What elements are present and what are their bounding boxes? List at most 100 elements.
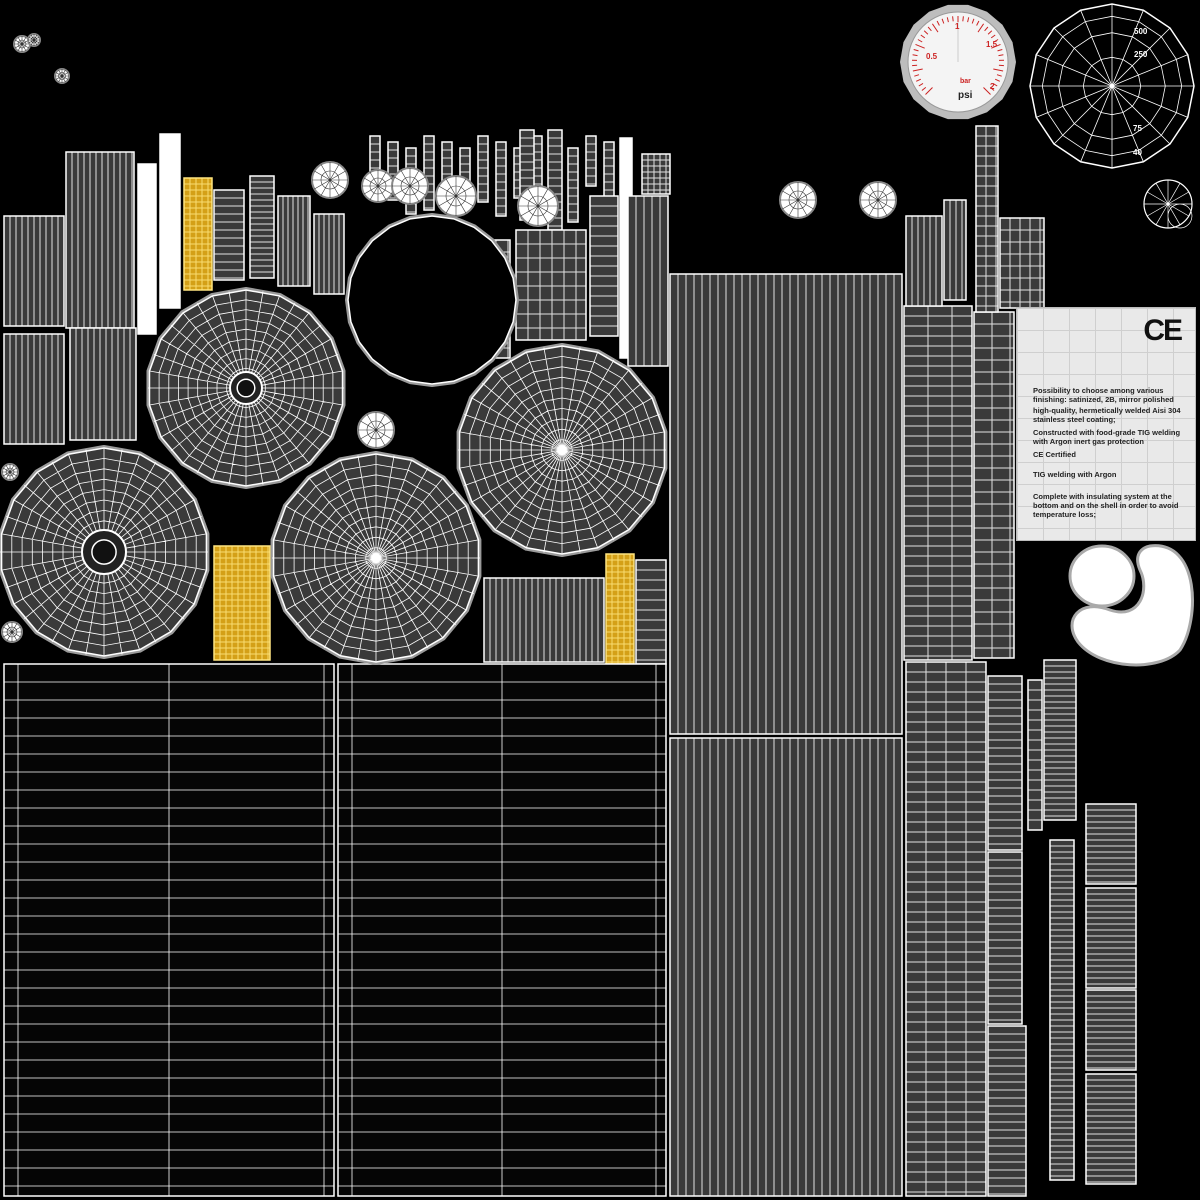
ce-mark: CE (1143, 314, 1183, 347)
pressure-gauge (900, 4, 1016, 120)
uv-island-border (387, 141, 399, 201)
uv-island-edges (988, 1033, 1026, 1195)
uv-small-detail (435, 175, 477, 217)
uv-small-detail-ring (366, 420, 386, 440)
label-line-coating: high-quality, hermetically welded Aisi 3… (1033, 406, 1181, 424)
uv-island-edges (489, 578, 599, 662)
uv-island-edges (214, 546, 270, 660)
uv-small-detail (357, 411, 395, 449)
pressure-gauge-ticks (911, 16, 1005, 95)
uv-island-edges (532, 143, 542, 193)
uv-island (641, 153, 671, 195)
uv-island-edges (9, 216, 59, 326)
uv-island-edges (71, 152, 133, 328)
uv-small-detail-ring (320, 170, 340, 190)
uv-island-edges (974, 312, 1014, 658)
uv-island (3, 215, 65, 327)
uv-island (1027, 679, 1043, 831)
uv-island (1085, 887, 1137, 989)
uv-island-border (669, 737, 903, 1197)
uv-island-edges (636, 569, 666, 661)
uv-island-border (159, 133, 181, 309)
uv-island-edges (677, 274, 895, 734)
uv-small-detail-ring (17, 39, 27, 49)
label-line-ce: CE Certified (1033, 450, 1076, 459)
uv-island (69, 327, 137, 441)
uv-island-edges (906, 662, 986, 1196)
uv-island (589, 195, 619, 337)
uv-island-edges (516, 230, 586, 340)
uv-radial-hub-inner (236, 378, 256, 398)
uv-radial-edges (272, 454, 480, 662)
uv-small-detail-ring (369, 177, 387, 195)
uv-island-edges (590, 205, 618, 327)
uv-island-edges (1086, 809, 1136, 883)
uv-island (905, 215, 943, 307)
uv-small-detail (361, 169, 395, 203)
radial-gauge-tick: 250 (1134, 50, 1148, 59)
uv-small-detail-ring (868, 190, 888, 210)
uv-island-edges (160, 153, 180, 295)
white-blob (1068, 544, 1136, 608)
uv-radial-hub-inner (91, 539, 117, 565)
gauge-islands (900, 3, 1195, 667)
uv-island-edges (949, 200, 963, 300)
uv-island (495, 141, 507, 217)
uv-island-edges (75, 328, 131, 440)
uv-island-border (973, 311, 1015, 659)
uv-island-edges (1044, 665, 1076, 817)
uv-island-edges (424, 143, 434, 209)
uv-island-edges (318, 214, 340, 294)
uv-island (183, 177, 213, 291)
uv-small-detail (27, 33, 41, 47)
uv-island (1043, 659, 1077, 821)
pressure-gauge-tick: 2 (990, 82, 995, 91)
uv-island-border (603, 141, 615, 201)
label-line-finishing: Possibility to choose among various fini… (1033, 386, 1174, 404)
pressure-gauge-tick: 1.5 (986, 40, 998, 49)
uv-island-border (1085, 887, 1137, 989)
uv-island-border (69, 327, 137, 441)
uv-island-border (903, 305, 973, 661)
uv-island (277, 195, 311, 287)
uv-island-edges (9, 334, 59, 444)
uv-radial-island (270, 451, 482, 665)
uv-island-border (585, 135, 597, 187)
uv-small-detail (779, 181, 817, 219)
uv-island-large-edges (338, 664, 666, 1196)
uv-island-edges (642, 154, 670, 194)
uv-small-detail-ring (58, 72, 66, 80)
uv-island (483, 577, 605, 663)
uv-island-edges (620, 157, 632, 339)
uv-small-detail-ring (400, 176, 420, 196)
uv-island (1085, 803, 1137, 885)
uv-island (943, 199, 967, 301)
uv-island-large-edges (4, 664, 334, 1196)
uv-island (905, 661, 987, 1197)
uv-island-border (183, 177, 213, 291)
uv-island (1085, 989, 1137, 1071)
uv-small-detail-ring (30, 36, 38, 44)
uv-island-border (1085, 989, 1137, 1071)
uv-island-edges (606, 554, 634, 664)
uv-island-border (635, 559, 667, 665)
uv-island (137, 163, 157, 335)
uv-island-border (213, 545, 271, 661)
uv-islands (3, 125, 1137, 1197)
uv-island-border (137, 163, 157, 335)
uv-island-border (1085, 1073, 1137, 1185)
uv-small-detail-ring (6, 626, 18, 638)
uv-island (987, 851, 1023, 1025)
radial-gauge-tick: 40 (1133, 148, 1142, 157)
pressure-gauge-tick: 1 (955, 22, 960, 31)
uv-small-detail (1, 463, 19, 481)
uv-small-detail (54, 68, 70, 84)
uv-island (423, 135, 435, 211)
uv-island-edges (478, 143, 488, 201)
uv-island-border (943, 199, 967, 301)
uv-island-border (987, 675, 1023, 851)
uv-island-edges (370, 143, 380, 185)
radial-gauge-tick: 75 (1133, 124, 1142, 133)
uv-island (387, 141, 399, 201)
